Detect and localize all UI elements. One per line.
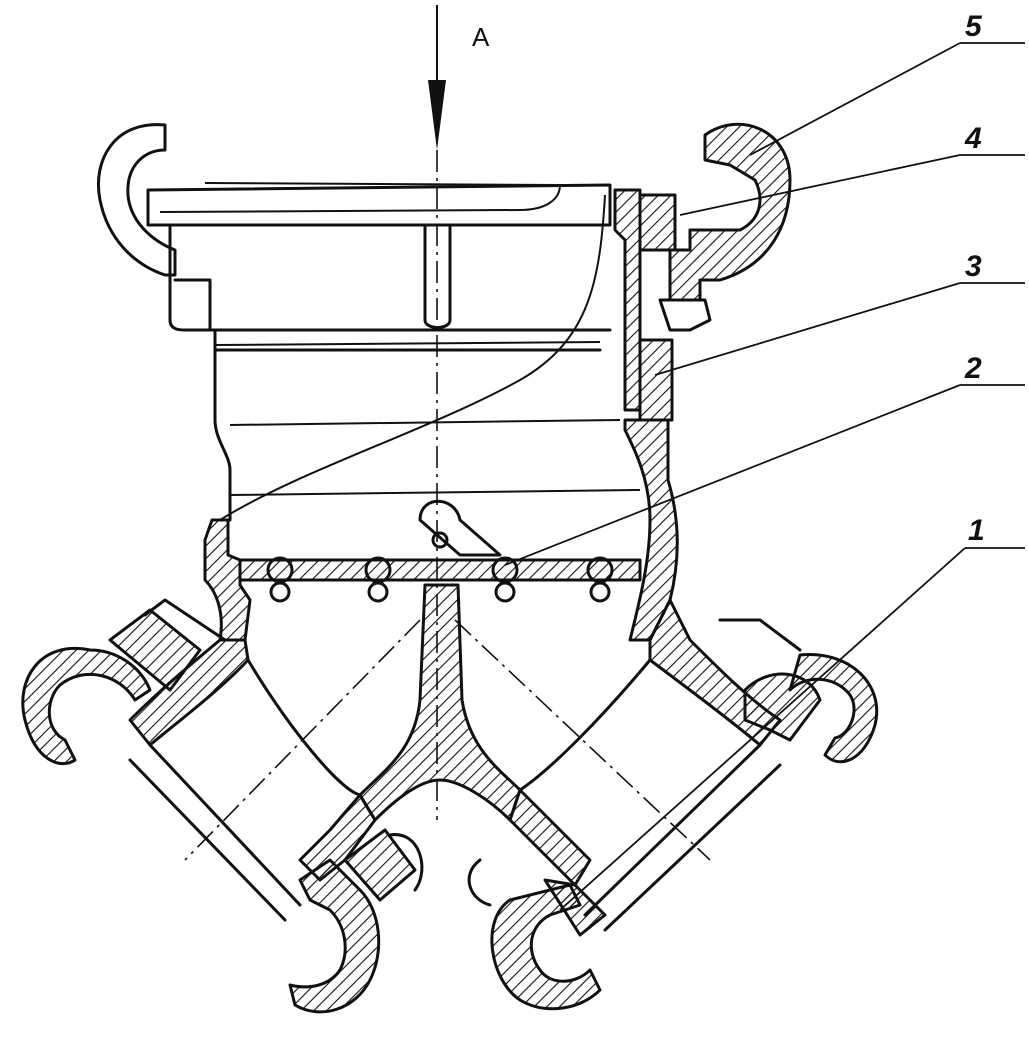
right-branch [454,598,782,932]
top-right-hook [658,122,792,332]
top-coupling [97,123,641,522]
left-branch [128,619,421,922]
callout-2: 2 [964,352,982,385]
left-body-wall [203,518,252,642]
section-arrow-a: A [428,5,490,150]
callout-4: 4 [964,122,982,155]
right-lower-hook [467,858,607,1011]
left-lower-hook [288,828,424,1014]
central-divider [358,583,522,822]
top-wall-section [613,188,679,642]
left-outer-hook [21,598,227,766]
right-outer-hook [718,618,879,764]
callout-1: 1 [968,514,985,547]
callout-5: 5 [965,10,983,43]
leader-lines [504,42,1025,911]
callout-3: 3 [965,250,982,283]
section-label: A [472,22,490,52]
